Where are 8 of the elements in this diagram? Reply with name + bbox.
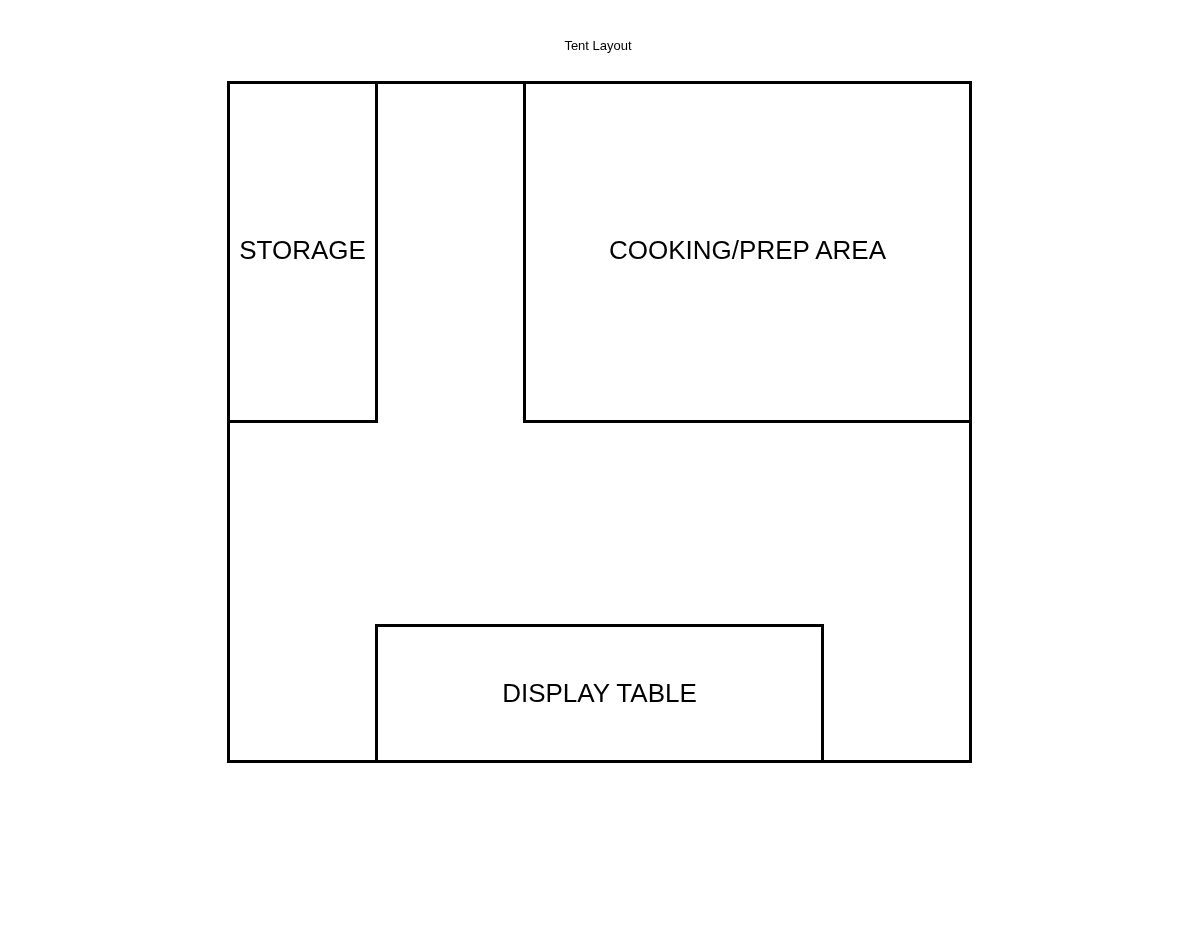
area-label: COOKING/PREP AREA [609, 234, 886, 266]
area-box [227, 81, 378, 423]
diagram-title: Tent Layout [564, 37, 632, 55]
area-box [375, 624, 824, 763]
area-label: STORAGE [239, 234, 366, 266]
area-label: DISPLAY TABLE [502, 676, 697, 709]
area-box [523, 81, 972, 423]
tent-outline [227, 81, 972, 763]
